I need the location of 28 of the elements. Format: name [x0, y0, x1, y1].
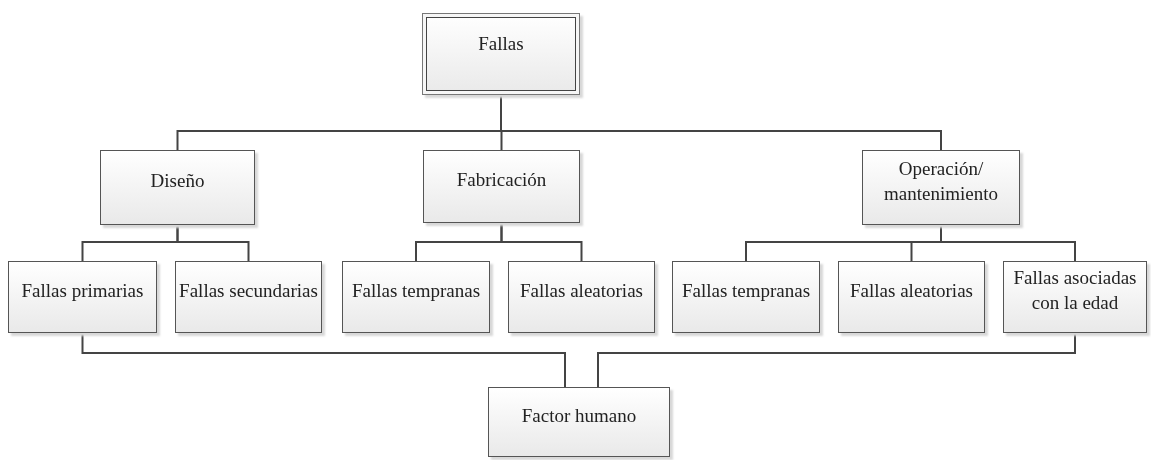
box-label: Fallas aleatorias: [520, 278, 643, 303]
process-box: [1003, 261, 1147, 333]
box-label: Fallas tempranas: [351, 278, 481, 303]
process-box: [8, 261, 157, 333]
process-box: [100, 150, 255, 225]
connector-line: [500, 222, 583, 262]
box-label: Diseño: [150, 169, 205, 193]
process-box: [342, 261, 490, 333]
process-box: [862, 150, 1020, 225]
process-box: [175, 261, 322, 333]
box-label: Fallas: [478, 31, 524, 56]
box-label: Fallas asociadas con la edad: [1012, 266, 1138, 315]
box-label: Fallas primarias: [21, 278, 144, 303]
process-box: [838, 261, 985, 333]
process-box: [508, 261, 655, 333]
box-label: Operación/ mantenimiento: [883, 156, 999, 206]
box-label: Fallas tempranas: [681, 278, 811, 303]
process-box: [672, 261, 820, 333]
connector-line: [81, 332, 566, 388]
process-box: [422, 13, 580, 95]
box-label: Fallas secundarias: [179, 278, 318, 303]
box-label: Fallas aleatorias: [850, 278, 973, 303]
box-label: Fabricación: [456, 168, 547, 192]
process-box: [488, 387, 670, 457]
connector-line: [176, 224, 250, 262]
box-label: Factor humano: [521, 403, 637, 428]
process-box: [423, 150, 580, 223]
connector-line: [597, 332, 1076, 388]
